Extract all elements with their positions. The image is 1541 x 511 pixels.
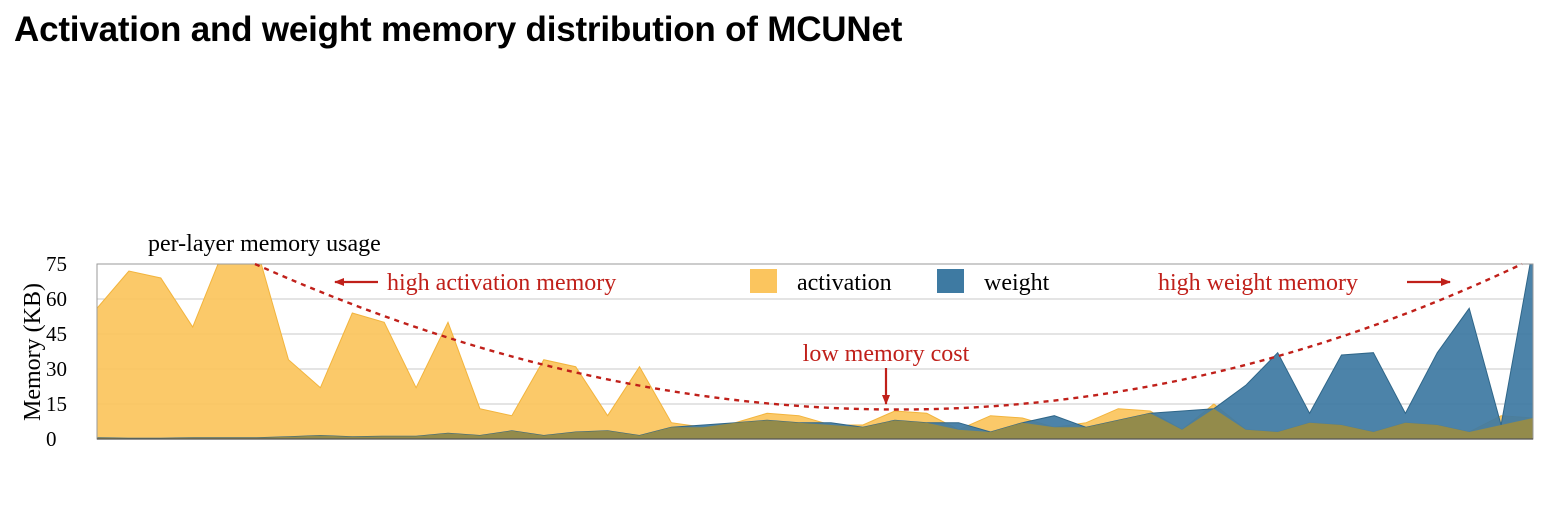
overlap-area [97, 408, 1533, 439]
trend-curve [254, 262, 1523, 411]
legend-label-activation: activation [797, 270, 892, 296]
y-tick-label: 45 [46, 322, 67, 346]
annotation-low-cost: low memory cost [803, 341, 970, 367]
annotation-high-activation: high activation memory [387, 270, 616, 296]
legend-label-weight: weight [984, 270, 1050, 296]
legend-swatch-activation [750, 269, 777, 293]
y-axis-label: Memory (KB) [20, 283, 46, 421]
annotation-high-weight: high weight memory [1158, 270, 1358, 296]
chart-subtitle: per-layer memory usage [148, 231, 381, 257]
legend-swatch-weight [937, 269, 964, 293]
y-tick-label: 75 [46, 252, 67, 276]
y-tick-label: 0 [46, 427, 57, 451]
y-tick-label: 60 [46, 287, 67, 311]
page-title: Activation and weight memory distributio… [14, 10, 903, 49]
y-tick-label: 15 [46, 392, 67, 416]
y-tick-label: 30 [46, 357, 67, 381]
